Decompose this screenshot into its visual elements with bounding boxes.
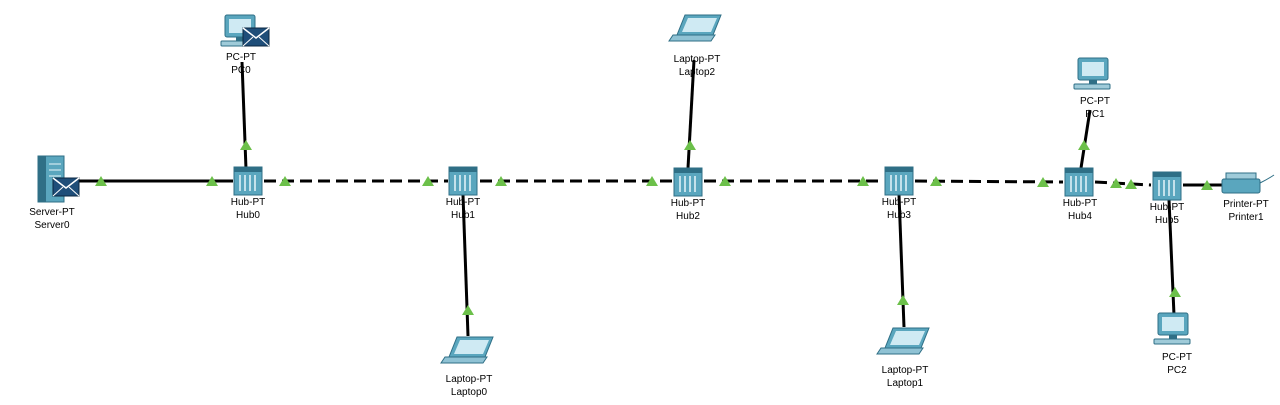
link-up-indicator — [897, 295, 909, 305]
hub-icon[interactable] — [673, 167, 703, 197]
device-type-label: Laptop-PT — [882, 365, 929, 376]
link-up-indicator — [719, 176, 731, 186]
link-up-indicator — [1125, 179, 1137, 189]
device-printer1[interactable]: Printer-PT Printer1 — [1221, 172, 1275, 223]
device-type-label: Hub-PT — [1063, 198, 1097, 209]
laptop-icon[interactable] — [668, 14, 722, 42]
pc-icon[interactable] — [1153, 312, 1191, 345]
hub-icon[interactable] — [884, 166, 914, 196]
device-hub3[interactable]: Hub-PT Hub3 — [882, 166, 916, 221]
device-hub1[interactable]: Hub-PT Hub1 — [446, 166, 480, 221]
link-up-indicator — [1078, 140, 1090, 150]
device-name-label: Laptop0 — [451, 387, 488, 398]
device-hub2[interactable]: Hub-PT Hub2 — [671, 167, 705, 222]
device-name-label: PC2 — [1167, 365, 1187, 376]
device-type-label: PC-PT — [1162, 352, 1192, 363]
link-up-indicator — [462, 305, 474, 315]
device-type-label: Hub-PT — [1150, 202, 1184, 213]
hub-icon[interactable] — [1152, 171, 1182, 201]
device-type-label: Hub-PT — [231, 197, 265, 208]
device-hub4[interactable]: Hub-PT Hub4 — [1063, 167, 1097, 222]
link-up-indicator — [1110, 178, 1122, 188]
device-name-label: Hub5 — [1155, 215, 1179, 226]
laptop-icon[interactable] — [876, 327, 930, 355]
device-laptop2[interactable]: Laptop-PT Laptop2 — [668, 14, 722, 78]
pc-icon[interactable] — [1073, 57, 1111, 90]
cable-hub0-pc0[interactable] — [240, 61, 248, 170]
link-up-indicator — [930, 176, 942, 186]
device-type-label: PC-PT — [1080, 96, 1110, 107]
laptop-icon[interactable] — [440, 336, 494, 364]
device-name-label: Laptop1 — [887, 378, 924, 389]
device-name-label: Hub4 — [1068, 211, 1092, 222]
device-laptop0[interactable]: Laptop-PT Laptop0 — [440, 336, 494, 398]
pdu-envelope-icon — [52, 177, 80, 197]
device-type-label: Printer-PT — [1223, 199, 1269, 210]
device-hub5[interactable]: Hub-PT Hub5 — [1150, 171, 1184, 226]
device-name-label: Printer1 — [1228, 212, 1263, 223]
device-type-label: Laptop-PT — [674, 54, 721, 65]
device-laptop1[interactable]: Laptop-PT Laptop1 — [876, 327, 930, 389]
device-name-label: Server0 — [34, 220, 69, 231]
device-name-label: Hub3 — [887, 210, 911, 221]
device-name-label: PC1 — [1085, 109, 1105, 120]
link-up-indicator — [422, 176, 434, 186]
cable-hub4-hub5[interactable] — [1094, 180, 1152, 187]
link-up-indicator — [95, 176, 107, 186]
cable-hub4-pc1[interactable] — [1079, 109, 1092, 169]
hub-icon[interactable] — [448, 166, 478, 196]
link-up-indicator — [206, 176, 218, 186]
link-up-indicator — [279, 176, 291, 186]
device-name-label: Hub2 — [676, 211, 700, 222]
link-up-indicator — [684, 140, 696, 150]
hub-icon[interactable] — [1064, 167, 1094, 197]
link-up-indicator — [495, 176, 507, 186]
device-pc2[interactable]: PC-PT PC2 — [1153, 312, 1192, 376]
device-type-label: Hub-PT — [882, 197, 916, 208]
device-name-label: Hub0 — [236, 210, 260, 221]
pdu-envelope-icon — [242, 27, 270, 47]
links-layer — [70, 59, 1222, 337]
device-pc1[interactable]: PC-PT PC1 — [1073, 57, 1111, 120]
device-pc0[interactable]: PC-PT PC0 — [220, 14, 270, 76]
link-up-indicator — [1037, 177, 1049, 187]
device-type-label: Laptop-PT — [446, 374, 493, 385]
device-type-label: Hub-PT — [671, 198, 705, 209]
link-up-indicator — [1201, 180, 1213, 190]
device-name-label: Laptop2 — [679, 67, 716, 78]
link-up-indicator — [1169, 287, 1181, 297]
device-hub0[interactable]: Hub-PT Hub0 — [231, 166, 265, 221]
cable-hub3-hub4[interactable] — [914, 179, 1064, 184]
device-type-label: Hub-PT — [446, 197, 480, 208]
link-up-indicator — [646, 176, 658, 186]
device-server0[interactable]: Server-PT Server0 — [29, 155, 80, 231]
device-name-label: Hub1 — [451, 210, 475, 221]
link-up-indicator — [857, 176, 869, 186]
link-status-markers — [95, 140, 1213, 315]
link-up-indicator — [240, 140, 252, 150]
device-type-label: Server-PT — [29, 207, 75, 218]
device-name-label: PC0 — [231, 65, 251, 76]
printer-icon[interactable] — [1221, 172, 1275, 194]
hub-icon[interactable] — [233, 166, 263, 196]
device-type-label: PC-PT — [226, 52, 256, 63]
devices-layer: Server-PTServer0PC-PTPC0Hub-PTHub0Hub-PT… — [29, 14, 1275, 398]
